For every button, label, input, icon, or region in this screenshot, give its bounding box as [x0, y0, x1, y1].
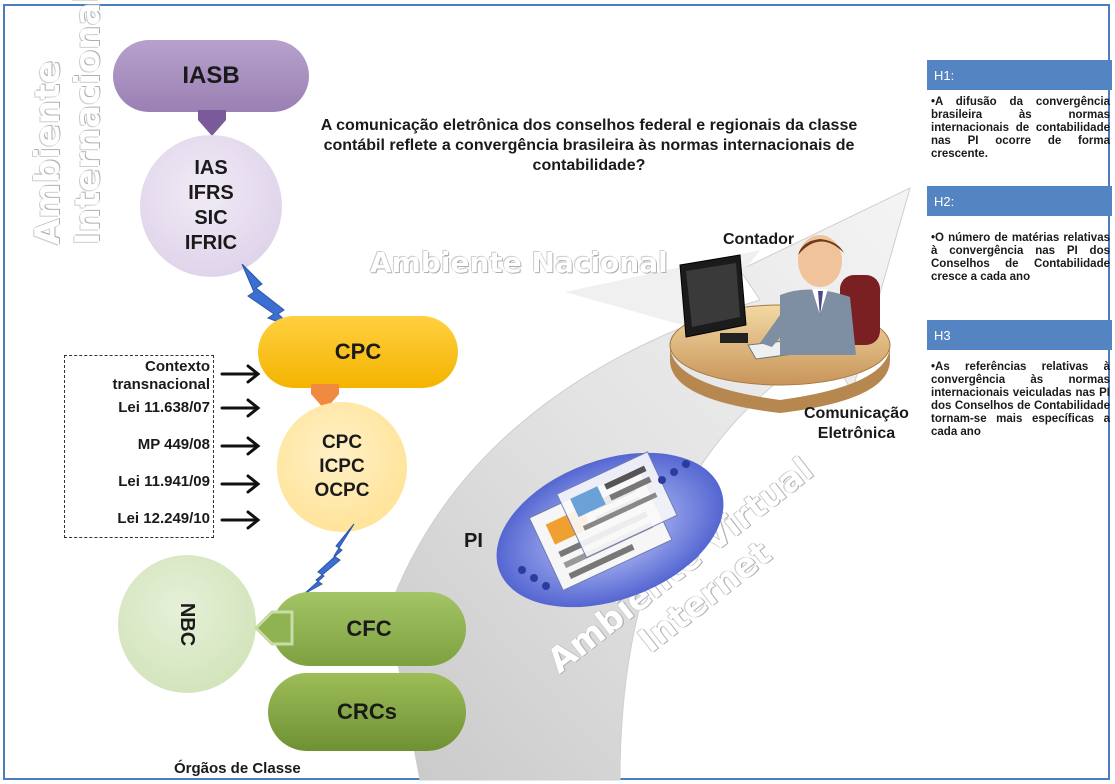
h1-text: •A difusão da convergência brasileira às…	[931, 96, 1110, 160]
context-arrows	[220, 364, 261, 530]
h1-title: H1:	[934, 67, 955, 83]
contador-label: Contador	[723, 231, 795, 248]
crcs-pill: CRCs	[268, 673, 466, 751]
context-item-mp-449: MP 449/08	[137, 436, 210, 453]
iasb-down-arrow	[198, 110, 226, 136]
nbc-circle: NBC	[118, 555, 256, 693]
ifrs-item: IFRS	[188, 182, 234, 204]
env-nacional-label: Ambiente Nacional	[370, 246, 668, 279]
comunicacao-line2: Eletrônica	[817, 425, 896, 442]
pi-label: PI	[464, 530, 483, 552]
cpc-standards-circle: CPC ICPC OCPC	[277, 402, 407, 532]
ifric-item: IFRIC	[184, 232, 238, 254]
crcs-label: CRCs	[337, 699, 397, 724]
h2-header: H2:	[927, 186, 1112, 216]
newspaper-icon	[496, 451, 724, 608]
h3-text: •As referências relativas à convergência…	[931, 361, 1110, 438]
context-box	[64, 355, 214, 538]
h2-text: •O número de matérias relativas à conver…	[931, 232, 1110, 283]
cfc-label: CFC	[346, 616, 392, 641]
h3-header: H3	[927, 320, 1112, 350]
sic-item: SIC	[194, 207, 228, 229]
iasb-label: IASB	[182, 62, 240, 89]
nbc-label: NBC	[176, 602, 199, 646]
icpc-item: ICPC	[319, 456, 365, 477]
env-internacional-line1: Ambiente	[28, 60, 68, 245]
cpc-down-arrow	[311, 384, 339, 410]
context-item-transnacional: Contexto transnacional	[112, 358, 210, 393]
ocpc-item: OCPC	[314, 480, 370, 501]
comunicacao-line1: Comunicação	[804, 405, 909, 422]
iasb-pill: IASB	[113, 40, 309, 112]
ias-standards-circle: IAS IFRS SIC IFRIC	[140, 135, 282, 277]
cfc-left-arrow	[254, 610, 294, 646]
cfc-pill: CFC	[272, 592, 466, 666]
h3-title: H3	[934, 327, 951, 343]
cpc-pill: CPC	[258, 316, 458, 388]
ias-item: IAS	[194, 157, 228, 179]
context-item-lei-12249: Lei 12.249/10	[117, 510, 210, 527]
env-internacional-line2: Internacional	[68, 0, 108, 245]
cpc-item: CPC	[321, 432, 363, 453]
h1-header: H1:	[927, 60, 1112, 90]
context-item-lei-11941: Lei 11.941/09	[118, 473, 210, 490]
cpc-label: CPC	[334, 339, 382, 364]
accountant-icon	[669, 235, 891, 413]
context-item-lei-11638: Lei 11.638/07	[118, 399, 210, 416]
comunicacao-eletronica-label: Comunicação Eletrônica	[804, 404, 909, 444]
env-internacional-label: Ambiente Internacional	[28, 0, 108, 245]
research-question: A comunicação eletrônica dos conselhos f…	[320, 117, 858, 174]
lightning-icon	[303, 523, 355, 595]
orgaos-de-classe-label: Órgãos de Classe	[174, 760, 301, 777]
h2-title: H2:	[934, 193, 955, 209]
